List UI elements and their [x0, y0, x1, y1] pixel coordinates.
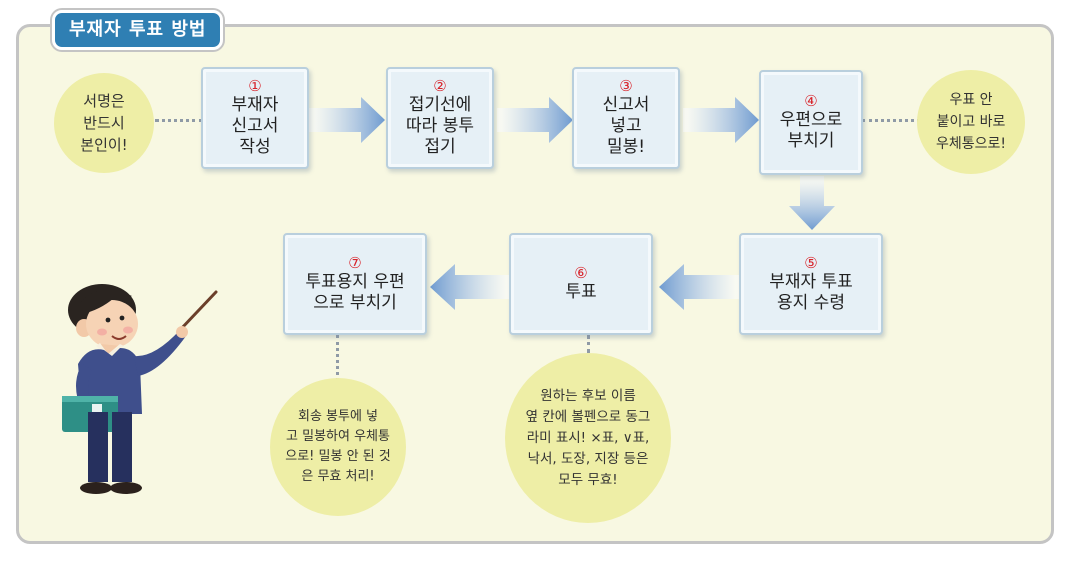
arrow-down-1 [789, 176, 835, 230]
step-number: ④ [804, 92, 818, 110]
step-number: ⑤ [804, 253, 818, 272]
step-label: 접기선에 따라 봉투 접기 [406, 95, 474, 157]
step-label: 투표 [565, 282, 597, 302]
step-label: 우편으로 부치기 [779, 110, 843, 151]
step-4: ④ 우편으로 부치기 [759, 70, 863, 175]
step-number: ③ [619, 77, 633, 95]
step-number: ⑦ [348, 253, 362, 272]
page-title: 부재자 투표 방법 [52, 10, 224, 50]
step-label: 부재자 신고서 작성 [231, 95, 279, 157]
step-7: ⑦ 투표용지 우편 으로 부치기 [283, 233, 427, 335]
step-label: 투표용지 우편 으로 부치기 [305, 271, 405, 313]
step-2: ② 접기선에 따라 봉투 접기 [386, 67, 494, 169]
note-no-stamp: 우표 안 붙이고 바로 우체통으로! [917, 70, 1025, 174]
step-number: ⑥ [574, 264, 588, 282]
connector-stamp [862, 119, 920, 122]
connector-mark [587, 335, 590, 353]
step-1: ① 부재자 신고서 작성 [201, 67, 309, 169]
note-signature: 서명은 반드시 본인이! [54, 73, 154, 173]
arrow-left-2 [430, 264, 510, 310]
note-marking-rules: 원하는 후보 이름 옆 칸에 볼펜으로 동그 라미 표시! ×표, ∨표, 낙서… [505, 353, 671, 523]
step-6: ⑥ 투표 [509, 233, 653, 335]
connector-seal [336, 335, 339, 381]
arrow-left-1 [659, 264, 739, 310]
arrow-right-3 [683, 97, 759, 143]
step-number: ② [433, 77, 447, 95]
step-5: ⑤ 부재자 투표 용지 수령 [739, 233, 883, 335]
connector-sign [155, 119, 203, 122]
arrow-right-1 [309, 97, 385, 143]
step-label: 신고서 넣고 밀봉! [602, 95, 650, 157]
step-3: ③ 신고서 넣고 밀봉! [572, 67, 680, 169]
arrow-right-2 [497, 97, 573, 143]
step-label: 부재자 투표 용지 수령 [769, 271, 853, 313]
note-sealing-rules: 회송 봉투에 넣 고 밀봉하여 우체통 으로! 밀봉 안 된 것 은 무효 처리… [270, 378, 406, 516]
step-number: ① [248, 77, 262, 95]
teacher-illustration [62, 284, 218, 494]
